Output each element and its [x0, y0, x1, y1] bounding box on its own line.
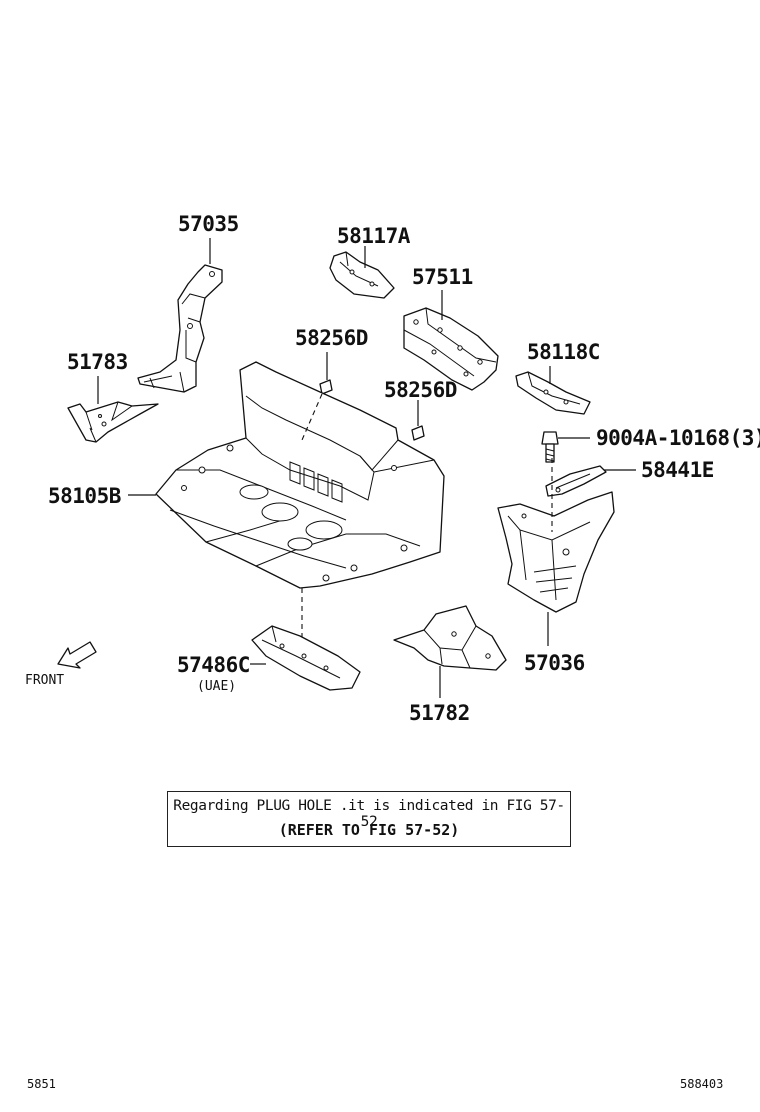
front-arrow-icon — [57, 641, 97, 669]
part-58117A-drawing — [329, 251, 395, 299]
label-57036: 57036 — [524, 651, 585, 675]
label-57486C: 57486C — [177, 653, 250, 677]
part-51783-drawing — [67, 401, 159, 443]
part-51782-drawing — [393, 605, 507, 671]
label-57486C-uae: (UAE) — [197, 679, 236, 694]
reference-note-box: Regarding PLUG HOLE .it is indicated in … — [167, 791, 571, 847]
part-57035-drawing — [137, 264, 223, 393]
note-line-1: Regarding PLUG HOLE .it is indicated in … — [173, 798, 565, 830]
footer-left-code: 5851 — [27, 1077, 56, 1091]
note-line-2: (REFER TO FIG 57-52) — [278, 821, 460, 839]
label-58117A: 58117A — [337, 224, 411, 248]
part-58105B-drawing — [155, 361, 445, 589]
label-51782: 51782 — [409, 701, 470, 725]
part-9004A-10168-drawing — [541, 431, 559, 463]
part-58256D-a-drawing — [319, 379, 333, 395]
label-58256D-a: 58256D — [295, 326, 368, 350]
label-9004A-10168: 9004A-10168(3) — [596, 426, 760, 450]
label-58105B: 58105B — [48, 484, 121, 508]
label-58441E: 58441E — [641, 458, 714, 482]
label-57511: 57511 — [412, 265, 473, 289]
label-58118C: 58118C — [527, 340, 600, 364]
footer-right-code: 588403 — [680, 1077, 724, 1091]
part-58118C-drawing — [515, 371, 591, 415]
part-57486C-drawing — [251, 625, 361, 691]
part-57036-drawing — [497, 491, 615, 613]
label-57035: 57035 — [178, 212, 239, 236]
front-label: FRONT — [25, 673, 64, 688]
part-57511-drawing — [403, 307, 499, 391]
part-58441E-drawing — [545, 465, 607, 497]
label-58256D-b: 58256D — [384, 378, 457, 402]
part-58256D-b-drawing — [411, 425, 425, 441]
label-51783: 51783 — [67, 350, 128, 374]
